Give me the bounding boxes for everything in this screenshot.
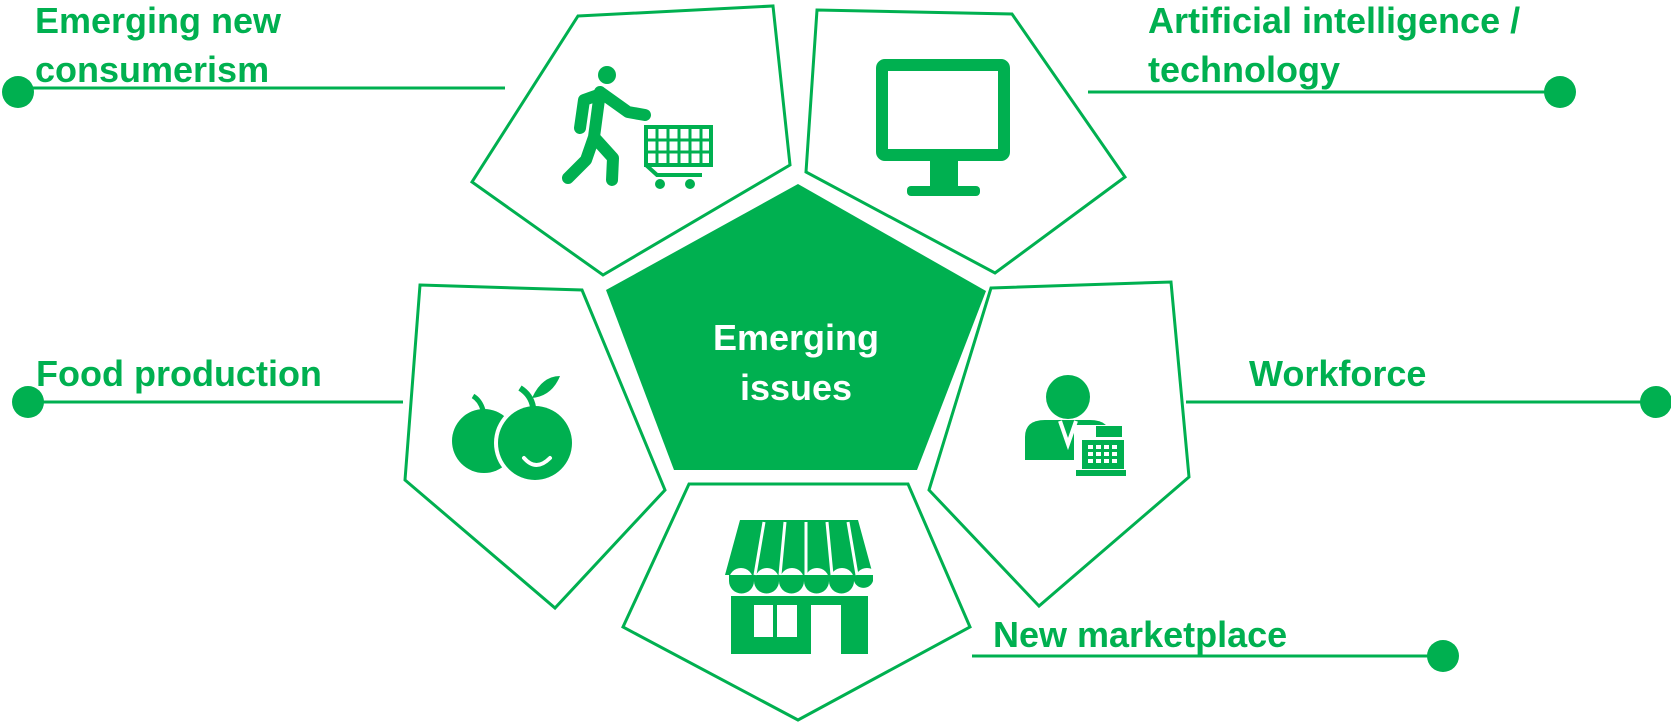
center-title-line2: issues (740, 367, 852, 408)
storefront-icon (725, 520, 879, 654)
label-new-marketplace: New marketplace (993, 614, 1287, 655)
center-pentagon (606, 184, 986, 470)
center-title-line1: Emerging (713, 317, 879, 358)
fruit-icon (452, 376, 576, 484)
connector-dot-ai (1544, 76, 1576, 108)
cashier-register-icon (1025, 375, 1128, 476)
connector-dot-marketplace (1427, 640, 1459, 672)
label-ai-line2: technology (1148, 49, 1340, 90)
connectors (2, 76, 1671, 672)
connector-dot-consumerism (2, 76, 34, 108)
pentagon-consumerism (469, 4, 792, 277)
label-food-production: Food production (36, 353, 322, 394)
label-consumerism-line2: consumerism (35, 49, 269, 90)
computer-monitor-icon (876, 59, 1010, 196)
label-consumerism-line1: Emerging new (35, 0, 282, 41)
label-workforce: Workforce (1249, 353, 1426, 394)
connector-dot-workforce (1640, 386, 1671, 418)
label-ai-line1: Artificial intelligence / (1148, 0, 1520, 41)
shopper-with-cart-icon (562, 66, 713, 189)
connector-dot-food (12, 386, 44, 418)
